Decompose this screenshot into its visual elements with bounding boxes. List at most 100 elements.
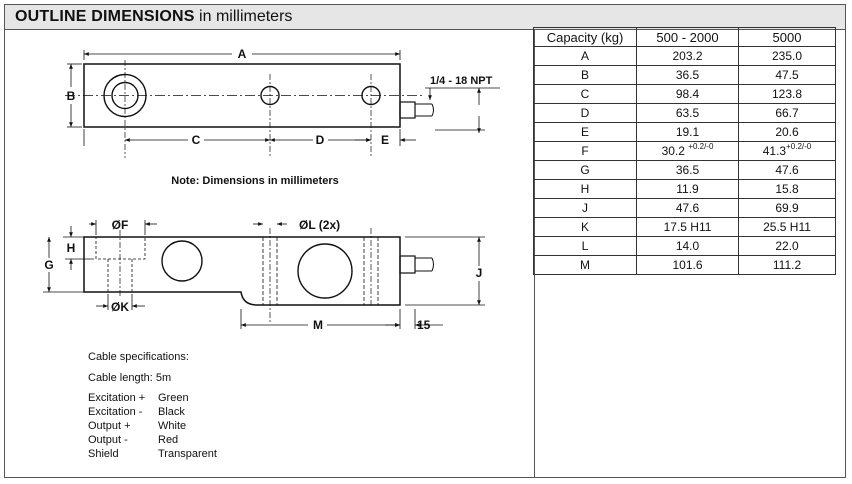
table-header-row: Capacity (kg) 500 - 2000 5000 (533, 27, 836, 47)
value-cell: 25.5 H11 (738, 217, 836, 237)
value-cell: 14.0 (636, 236, 739, 256)
top-view-labels: A B C D E 1/4 - 18 NPT (67, 47, 493, 147)
value-cell: 47.6 (738, 160, 836, 180)
dim-cell: M (533, 255, 637, 275)
side-view-circle-left (161, 240, 203, 282)
value-cell: 66.7 (738, 103, 836, 123)
panel-title-bold: OUTLINE DIMENSIONS (15, 8, 195, 25)
dim-label-k: ØK (111, 300, 129, 314)
side-view-labels: ØF ØL (2x) H G ØK J M 15 (44, 218, 482, 330)
value-cell: 30.2 +0.2/-0 (636, 141, 739, 161)
wire-color: Black (158, 406, 185, 418)
side-view-connector (399, 255, 416, 274)
outline-dimensions-panel: OUTLINE DIMENSIONS in millimeters (4, 4, 846, 478)
panel-title: OUTLINE DIMENSIONS in millimeters (15, 8, 292, 26)
dim-cell: K (533, 217, 637, 237)
top-view-connector (399, 101, 416, 119)
value-cell: 15.8 (738, 179, 836, 199)
cable-wire-row: Output - Red (88, 434, 178, 447)
value-cell: 19.1 (636, 122, 739, 142)
value-cell: 69.9 (738, 198, 836, 218)
dim-cell: A (533, 46, 637, 66)
dim-label-b: B (67, 89, 76, 103)
cable-length: Cable length: 5m (88, 372, 172, 384)
value-cell: 11.9 (636, 179, 739, 199)
value-cell: 101.6 (636, 255, 739, 275)
value-cell: 47.6 (636, 198, 739, 218)
tolerance-text: +0.2/-0 (688, 142, 714, 151)
cable-spec-title: Cable specifications: (88, 351, 189, 363)
dim-cell: D (533, 103, 637, 123)
value-cell: 36.5 (636, 65, 739, 85)
wire-label: Output + (88, 420, 131, 432)
dimensions-note: Note: Dimensions in millimeters (171, 175, 339, 187)
wire-label: Output - (88, 434, 128, 446)
dim-label-g: G (44, 258, 53, 272)
value-cell: 123.8 (738, 84, 836, 104)
cable-wire-row: Excitation - Black (88, 406, 185, 419)
value-cell: 98.4 (636, 84, 739, 104)
dim-label-l: ØL (2x) (299, 218, 340, 232)
dim-label-h: H (67, 241, 76, 255)
value-cell: 111.2 (738, 255, 836, 275)
panel-title-rest: in millimeters (194, 8, 293, 25)
side-view-circle-right (297, 243, 353, 299)
column-header-500-2000: 500 - 2000 (636, 27, 739, 47)
value-cell: 20.6 (738, 122, 836, 142)
dim-cell: L (533, 236, 637, 256)
value-text: 41.3 (762, 144, 787, 158)
dim-label-j: J (476, 266, 483, 280)
column-header-capacity: Capacity (kg) (533, 27, 637, 47)
column-header-5000: 5000 (738, 27, 836, 47)
side-view (43, 220, 485, 329)
top-view (65, 50, 500, 158)
dim-cell: G (533, 160, 637, 180)
panel-header: OUTLINE DIMENSIONS in millimeters (5, 5, 845, 30)
value-cell: 41.3+0.2/-0 (738, 141, 836, 161)
dim-label-c: C (192, 133, 201, 147)
dim-label-m: M (313, 318, 323, 330)
dim-label-f: ØF (112, 218, 129, 232)
outline-drawing: A B C D E 1/4 - 18 NPT (43, 47, 500, 330)
dim-label-15: 15 (417, 318, 431, 330)
cable-wire-row: Shield Transparent (88, 448, 217, 461)
dim-cell: J (533, 198, 637, 218)
wire-label: Excitation + (88, 392, 146, 404)
value-cell: 235.0 (738, 46, 836, 66)
value-cell: 63.5 (636, 103, 739, 123)
wire-label: Excitation - (88, 406, 143, 418)
wire-color: Green (158, 392, 189, 404)
dim-label-e: E (381, 133, 389, 147)
dim-cell: B (533, 65, 637, 85)
dim-label-d: D (316, 133, 325, 147)
value-cell: 203.2 (636, 46, 739, 66)
dim-cell: H (533, 179, 637, 199)
cable-wire-row: Excitation + Green (88, 392, 189, 405)
dim-cell: C (533, 84, 637, 104)
tolerance-text: +0.2/-0 (786, 142, 812, 151)
value-cell: 36.5 (636, 160, 739, 180)
wire-color: Red (158, 434, 179, 446)
wire-label: Shield (88, 448, 119, 460)
wire-color: Transparent (158, 448, 217, 460)
value-cell: 47.5 (738, 65, 836, 85)
value-cell: 22.0 (738, 236, 836, 256)
wire-color: White (158, 420, 187, 432)
side-view-body (83, 236, 401, 306)
dim-cell: E (533, 122, 637, 142)
dim-cell: F (533, 141, 637, 161)
value-cell: 17.5 H11 (636, 217, 739, 237)
